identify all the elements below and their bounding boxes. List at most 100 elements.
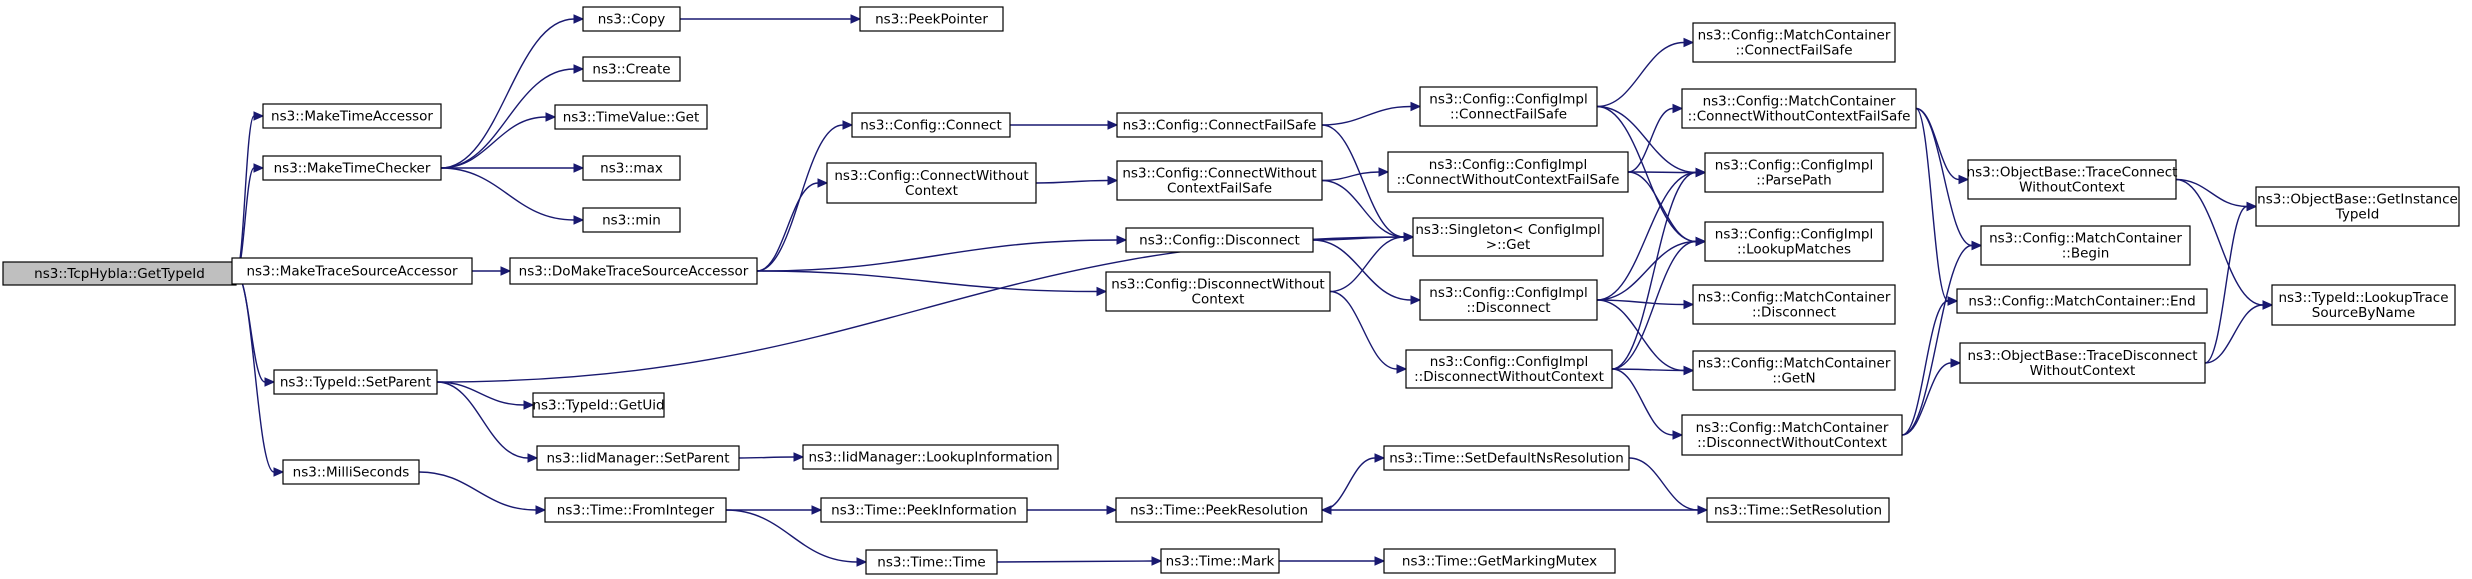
node-make-trace-source-accessor[interactable]: ns3::MakeTraceSourceAccessor — [231, 257, 473, 285]
node-box — [1706, 497, 1890, 523]
edge-line — [1611, 368, 1674, 436]
node-config-disconnect-without-context[interactable]: ns3::Config::DisconnectWithoutContext — [1105, 271, 1331, 312]
node-time-set-default-ns-resolution[interactable]: ns3::Time::SetDefaultNsResolution — [1383, 445, 1630, 471]
edge-line — [1321, 457, 1376, 511]
node-box — [2255, 186, 2460, 227]
edge-arrowhead — [1151, 556, 1163, 566]
edge-line — [2204, 304, 2264, 364]
node-do-make-trace-source-accessor[interactable]: ns3::DoMakeTraceSourceAccessor — [509, 257, 758, 285]
node-mc-connect-without-context-fail-safe[interactable]: ns3::Config::MatchContainer::ConnectWith… — [1681, 88, 1917, 129]
node-get-type-id[interactable]: ns3::TcpHybla::GetTypeId — [2, 261, 237, 286]
node-label: ns3::Create — [592, 62, 670, 78]
edge-implDisconnect-to-mcDisconnect — [1596, 299, 1695, 310]
node-label: ns3::Singleton< ConfigImpl — [1415, 222, 1600, 238]
node-box — [554, 104, 708, 130]
edge-arrowhead — [273, 467, 285, 477]
edge-arrowhead — [1971, 240, 1983, 251]
node-box — [536, 445, 740, 471]
node-min[interactable]: ns3::min — [582, 207, 681, 233]
node-time-get-marking-mutex[interactable]: ns3::Time::GetMarkingMutex — [1383, 548, 1616, 574]
node-time-value-get[interactable]: ns3::TimeValue::Get — [554, 104, 708, 130]
node-mc-disconnect-without-context[interactable]: ns3::Config::MatchContainer::DisconnectW… — [1681, 414, 1903, 456]
edge-doMakeTraceSourceAccessor-to-configDisconnect — [756, 235, 1128, 272]
node-label: ns3::Config::ConnectWithout — [834, 168, 1028, 184]
node-mc-disconnect[interactable]: ns3::Config::MatchContainer::Disconnect — [1692, 284, 1896, 325]
node-label: ns3::Config::MatchContainer — [1698, 356, 1891, 372]
edge-arrowhead — [793, 452, 805, 462]
node-impl-parse-path[interactable]: ns3::Config::ConfigImpl::ParsePath — [1704, 152, 1884, 193]
edge-timePeekResolution-to-timeSetDefaultNsResolution — [1321, 453, 1386, 511]
node-time-set-resolution[interactable]: ns3::Time::SetResolution — [1706, 497, 1890, 523]
node-iid-manager-lookup-information[interactable]: ns3::IidManager::LookupInformation — [802, 444, 1059, 470]
node-box — [1692, 350, 1896, 391]
edge-arrowhead — [1947, 296, 1959, 306]
node-label: TypeId — [2335, 207, 2380, 223]
node-config-connect-without-context[interactable]: ns3::Config::ConnectWithoutContext — [826, 162, 1037, 204]
node-label: ns3::TcpHybla::GetTypeId — [34, 266, 205, 282]
node-time-from-integer[interactable]: ns3::Time::FromInteger — [544, 497, 727, 523]
node-copy[interactable]: ns3::Copy — [582, 6, 681, 32]
edge-arrowhead — [573, 64, 585, 74]
edge-arrowhead — [1374, 556, 1386, 566]
node-time-peek-information[interactable]: ns3::Time::PeekInformation — [820, 497, 1028, 523]
node-ob-trace-connect-without-context[interactable]: ns3::ObjectBase::TraceConnectWithoutCont… — [1967, 159, 2178, 200]
edge-makeTimeChecker-to-min — [440, 167, 585, 225]
edge-line — [1035, 179, 1109, 184]
node-label: ns3::Time::SetResolution — [1714, 503, 1882, 519]
node-label: ns3::Config::ConnectWithout — [1122, 166, 1316, 182]
node-mc-begin[interactable]: ns3::Config::MatchContainer::Begin — [1980, 225, 2191, 266]
node-milli-seconds[interactable]: ns3::MilliSeconds — [282, 459, 420, 485]
node-impl-connect-fail-safe[interactable]: ns3::Config::ConfigImpl::ConnectFailSafe — [1419, 86, 1598, 127]
node-box — [509, 257, 758, 285]
edge-arrowhead — [1396, 364, 1408, 374]
node-label: ::DisconnectWithoutContext — [1697, 435, 1887, 451]
node-time-time[interactable]: ns3::Time::Time — [865, 549, 998, 575]
edge-implConnectFailSafe-to-mcConnectFailSafe — [1596, 37, 1695, 108]
node-config-connect-without-context-fail-safe[interactable]: ns3::Config::ConnectWithoutContextFailSa… — [1116, 160, 1323, 201]
node-config-connect-fail-safe[interactable]: ns3::Config::ConnectFailSafe — [1116, 112, 1323, 138]
node-impl-disconnect[interactable]: ns3::Config::ConfigImpl::Disconnect — [1419, 279, 1598, 321]
node-label: Context — [1192, 292, 1245, 308]
node-box — [1383, 548, 1616, 574]
node-label: ::ConnectWithoutContextFailSafe — [1688, 109, 1911, 125]
node-time-mark[interactable]: ns3::Time::Mark — [1160, 548, 1280, 574]
node-impl-connect-without-context-fail-safe[interactable]: ns3::Config::ConfigImpl::ConnectWithoutC… — [1387, 151, 1629, 193]
edge-arrowhead — [527, 453, 539, 463]
node-create[interactable]: ns3::Create — [582, 56, 681, 82]
node-max[interactable]: ns3::max — [582, 155, 681, 181]
node-make-time-accessor[interactable]: ns3::MakeTimeAccessor — [262, 103, 442, 129]
node-mc-get-n[interactable]: ns3::Config::MatchContainer::GetN — [1692, 350, 1896, 391]
edges-layer — [230, 14, 2274, 567]
node-ob-trace-disconnect-without-context[interactable]: ns3::ObjectBase::TraceDisconnectWithoutC… — [1959, 342, 2206, 384]
edge-line — [1628, 457, 1699, 511]
edge-line — [440, 18, 575, 169]
node-make-time-checker[interactable]: ns3::MakeTimeChecker — [262, 155, 442, 181]
edge-timeSetDefaultNsResolution-to-timeSetResolution — [1628, 457, 1709, 515]
node-singleton-get[interactable]: ns3::Singleton< ConfigImpl>::Get — [1412, 217, 1604, 257]
node-config-connect[interactable]: ns3::Config::Connect — [851, 112, 1011, 138]
node-mc-connect-fail-safe[interactable]: ns3::Config::MatchContainer::ConnectFail… — [1692, 22, 1896, 63]
node-impl-lookup-matches[interactable]: ns3::Config::ConfigImpl::LookupMatches — [1704, 221, 1884, 262]
node-time-peek-resolution[interactable]: ns3::Time::PeekResolution — [1115, 497, 1323, 523]
node-config-disconnect[interactable]: ns3::Config::Disconnect — [1125, 227, 1314, 253]
node-label: ns3::Config::ConfigImpl — [1715, 227, 1873, 243]
node-impl-disconnect-without-context[interactable]: ns3::Config::ConfigImpl::DisconnectWitho… — [1405, 349, 1613, 389]
node-label: ns3::min — [602, 213, 661, 229]
node-type-id-set-parent[interactable]: ns3::TypeId::SetParent — [273, 369, 438, 395]
edge-arrowhead — [1410, 295, 1422, 305]
edge-configConnect-to-configConnectFailSafe — [1009, 120, 1119, 130]
node-label: ::GetN — [1772, 371, 1815, 387]
node-type-id-get-uid[interactable]: ns3::TypeId::GetUid — [532, 392, 665, 418]
edge-mcDisconnectWithoutContext-to-mcEnd — [1901, 296, 1959, 436]
edge-timeSetResolution-to-timePeekResolution — [1320, 505, 1707, 515]
edge-line — [1321, 179, 1405, 238]
node-iid-manager-set-parent[interactable]: ns3::IidManager::SetParent — [536, 445, 740, 471]
node-label: ns3::Time::GetMarkingMutex — [1402, 554, 1597, 570]
node-peek-pointer[interactable]: ns3::PeekPointer — [859, 6, 1004, 32]
node-mc-end[interactable]: ns3::Config::MatchContainer::End — [1956, 288, 2208, 314]
edge-line — [1329, 290, 1398, 370]
edge-arrowhead — [1116, 235, 1128, 245]
node-label: ::LookupMatches — [1737, 242, 1851, 258]
